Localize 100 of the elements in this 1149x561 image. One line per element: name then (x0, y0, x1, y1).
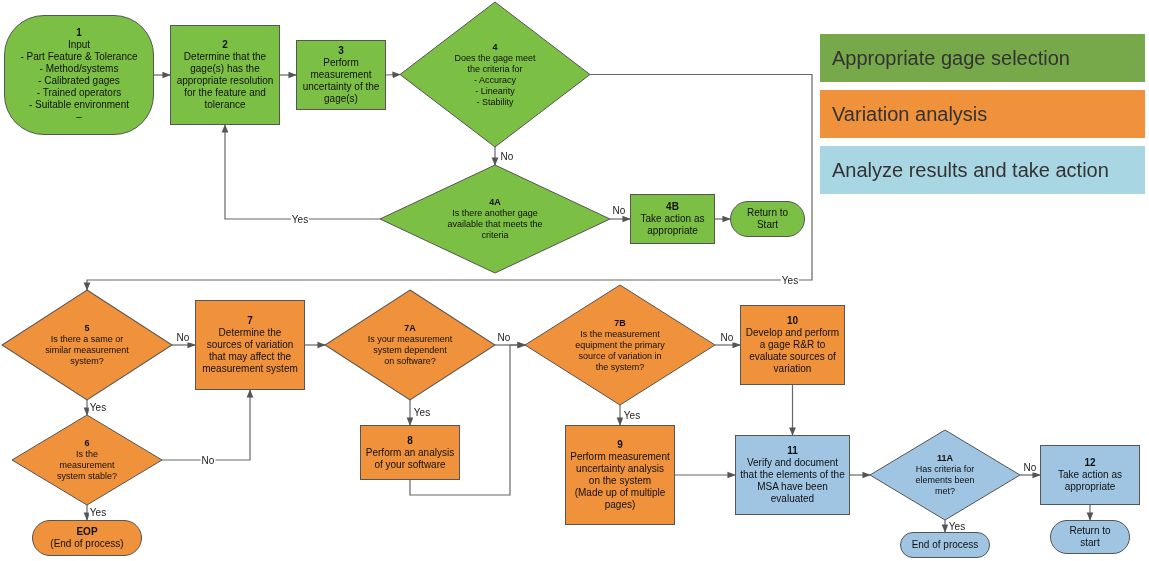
edge-label: No (175, 331, 191, 343)
arrow (171, 341, 196, 349)
edge-label: Yes (88, 506, 108, 518)
process-box (170, 25, 280, 125)
arrow (279, 71, 297, 79)
edge-label: No (499, 150, 515, 162)
step-number: 7 (247, 315, 253, 327)
arrow (941, 519, 949, 533)
arrow (83, 73, 813, 291)
step-text: - Method/systems (39, 63, 119, 75)
legend-item: Analyze results and take action (820, 146, 1145, 194)
edge-label: Yes (780, 274, 800, 286)
step-text: Does the gage meet the criteria for (453, 52, 537, 75)
arrow (1019, 471, 1041, 479)
edge-label: No (719, 331, 735, 343)
step-number: 4A (489, 197, 501, 208)
step-number: 12 (1084, 457, 1096, 469)
edge-label: No (1022, 461, 1038, 473)
terminator-shape (4, 15, 154, 135)
decision-diamond (2, 290, 172, 400)
step-number: 4B (666, 201, 679, 213)
step-text: - Stability (476, 96, 514, 108)
step-number: 11A (937, 453, 953, 464)
decision-diamond (380, 165, 610, 273)
step-text: Verify and document that the elements of the MSA have been evaluated (740, 457, 845, 505)
step-number: 7B (614, 317, 626, 329)
step-text: Take action as appropriate (639, 213, 706, 237)
arrow (161, 389, 254, 461)
step-text: Has criteria for elements been met? (914, 464, 976, 497)
arrow (406, 399, 414, 426)
step-text: Determine the sources of variation that may affect the measurement system (201, 327, 299, 375)
arrow (674, 471, 736, 479)
step-number: 6 (84, 438, 90, 449)
process-box (630, 194, 715, 244)
step-text: Perform measurement uncertainty of the gage(s) (301, 57, 381, 105)
step-number: 10 (786, 315, 799, 327)
step-text: Is your measurement system dependent on software? (367, 334, 453, 367)
process-box (1040, 445, 1140, 505)
process-box (735, 435, 850, 515)
step-text: - Suitable environment (28, 99, 130, 111)
step-text: Is there another gage available that meets the criteria (446, 208, 544, 241)
decision-diamond (400, 2, 590, 147)
decision-diamond (12, 415, 162, 505)
step-number: EOP (76, 526, 98, 538)
step-text: Is the measurement equipment the primary source of variation in the system? (574, 328, 666, 373)
step-number: 5 (84, 323, 90, 334)
step-text: – (76, 111, 82, 123)
step-text: Is there a same or similar measurement system? (44, 334, 130, 367)
legend-item: Variation analysis (820, 90, 1145, 138)
step-text: Return to Start (745, 207, 790, 231)
step-text: - Trained operators (36, 87, 122, 99)
arrow (714, 215, 731, 223)
edge-label: No (200, 454, 216, 466)
step-text: Input (67, 39, 91, 51)
arrow (789, 384, 796, 436)
terminator-shape (730, 201, 805, 237)
arrow (714, 341, 741, 349)
step-number: 3 (338, 45, 344, 57)
step-text: Return to start (1068, 525, 1112, 549)
decision-diamond (525, 285, 715, 405)
decision-diamond (870, 430, 1020, 520)
step-text: Perform an analysis of your software (365, 446, 455, 471)
step-text: Take action as appropriate (1057, 469, 1123, 493)
terminator-shape (1050, 520, 1130, 554)
step-text: (Made up of multiple pages) (573, 487, 667, 511)
step-text: - Part Feature & Tolerance (20, 51, 138, 63)
step-text: Perform measurement uncertainty analysis on the system (570, 451, 670, 487)
arrow (153, 71, 171, 79)
step-text: (End of process) (50, 538, 124, 550)
arrow (221, 124, 381, 220)
edge-label: Yes (88, 401, 108, 413)
edge-label: Yes (622, 409, 642, 421)
arrow (304, 341, 326, 349)
step-text: - Accuracy (474, 74, 516, 86)
arrow (491, 146, 499, 166)
step-text: - Linearity (475, 85, 515, 97)
terminator-shape (32, 520, 142, 556)
arrow (849, 471, 871, 479)
edge-label: Yes (290, 213, 310, 225)
arrow (83, 399, 91, 416)
arrow (83, 504, 91, 521)
step-number: 2 (222, 39, 228, 51)
decision-diamond (325, 290, 495, 400)
terminator-shape (900, 532, 990, 558)
process-box (740, 305, 845, 385)
edge-label: Yes (412, 406, 432, 418)
arrow (609, 215, 631, 223)
step-number: 4 (492, 41, 498, 53)
step-number: 1 (76, 27, 82, 39)
arrow (409, 341, 526, 496)
arrow (1086, 504, 1094, 521)
step-number: 7A (404, 323, 416, 334)
edge-label: Yes (947, 520, 967, 532)
arrow (616, 404, 624, 426)
step-number: 11 (787, 445, 798, 457)
step-number: 9 (617, 439, 623, 451)
edge-label: No (496, 331, 512, 343)
process-box (360, 425, 460, 480)
edge-label: No (611, 204, 627, 216)
legend-item: Appropriate gage selection (820, 34, 1145, 82)
